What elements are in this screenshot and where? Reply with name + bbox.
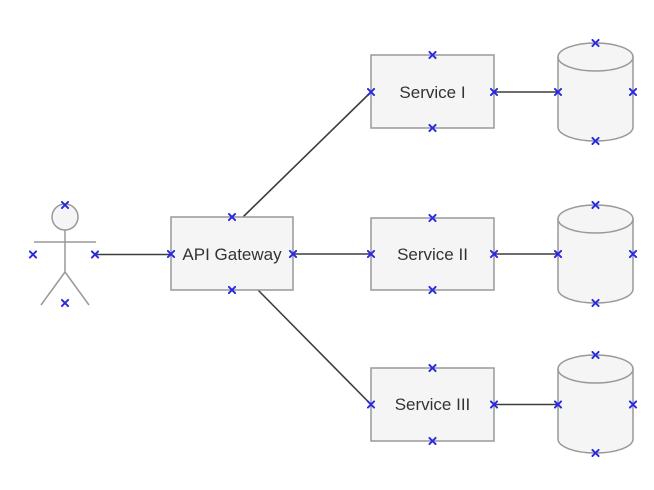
service-1-label: Service I [399,83,465,102]
database-3-top [557,354,634,384]
service-1-node[interactable]: Service I [370,54,495,129]
database-1-body [557,56,634,142]
actor-node[interactable] [34,203,96,306]
api-gateway-label: API Gateway [182,245,282,264]
service-3-node[interactable]: Service III [370,367,495,442]
api-gateway-box [170,216,294,291]
edge-api-gateway-service-1[interactable] [242,91,372,218]
database-2-node[interactable] [557,204,634,304]
database-3-node[interactable] [557,354,634,454]
database-1-top [557,42,634,72]
database-2-body [557,218,634,304]
database-2-top [557,204,634,234]
edge-api-gateway-service-3[interactable] [257,289,372,406]
actor-head [51,203,79,231]
service-3-label: Service III [395,395,471,414]
api-gateway-node[interactable]: API Gateway [170,216,294,291]
actor-body [34,230,96,306]
database-3-body [557,368,634,454]
database-1-node[interactable] [557,42,634,142]
service-2-label: Service II [397,245,468,264]
connection-point-icon[interactable] [28,250,38,259]
connection-point-icon[interactable] [60,298,70,308]
service-2-node[interactable]: Service II [370,217,495,291]
